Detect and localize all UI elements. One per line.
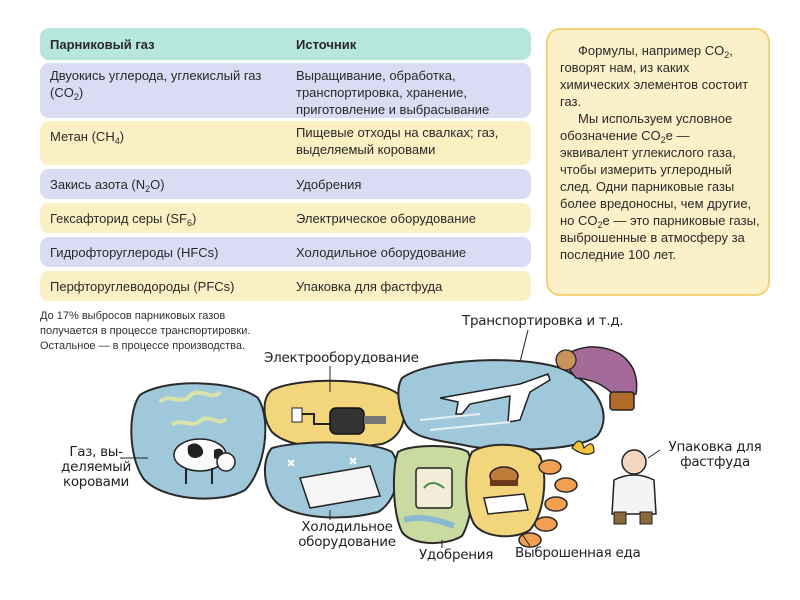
gas-source: Пищевые отходы на свалках; газ, выделяем… [296,125,499,157]
old-man-icon [611,449,657,525]
label-transport: Транспортировка и т.д. [462,313,624,329]
note-paragraph-2: Мы используем условное обозначение CO2e … [560,111,760,262]
packaging-dots [518,459,578,548]
gas-source: Холодильное оборудование [296,245,467,260]
table-row: Перфторуглеводороды (PFCs) Упаковка для … [40,271,531,301]
gas-source: Удобрения [296,177,362,192]
table-row: Метан (CH4) Пищевые отходы на свалках; г… [40,121,531,165]
gas-name: Двуокись углерода, углекислый газ (CO2) [50,68,262,102]
transport-caption: До 17% выбросов парниковых газов получае… [40,310,251,352]
gas-name: Гексафторид серы (SF6) [50,211,197,228]
gas-name: Закись азота (N2O) [50,177,165,194]
burger-icon [483,466,529,515]
cow-icon [173,438,236,484]
table-row: Двуокись углерода, углекислый газ (CO2) … [40,63,531,134]
emissions-illustration [120,329,661,548]
label-fertilizer: Удобрения [419,547,494,563]
gas-source: Упаковка для фастфуда [296,279,443,294]
header-gas: Парниковый газ [50,37,155,52]
gas-name: Метан (CH4) [50,129,125,146]
fertilizer-bag-icon [403,467,456,529]
table-header-row: Парниковый газ Источник [40,28,531,60]
gas-source: Выращивание, обработка, транспортировка,… [296,68,490,134]
motor-icon [291,407,386,435]
fridge-icon [287,457,381,509]
food-blob [465,443,546,538]
gas-source: Электрическое оборудование [296,211,476,226]
table-row: Закись азота (N2O) Удобрения [40,169,531,199]
formula-note-box: Формулы, например CO2, говорят нам, из к… [546,28,770,296]
table-row: Гексафторид серы (SF6) Электрическое обо… [40,203,531,233]
gas-name: Гидрофторуглероды (HFCs) [50,245,219,260]
header-source: Источник [296,37,357,52]
crouching-person-icon [555,346,638,411]
gas-name: Перфторуглеводороды (PFCs) [50,279,235,294]
banana-peel-icon [571,440,595,455]
note-paragraph-1: Формулы, например CO2, говорят нам, из к… [560,43,749,109]
label-electro: Электрооборудование [264,350,419,366]
label-food-waste: Выброшенная еда [515,545,641,561]
table-row: Гидрофторуглероды (HFCs) Холодильное обо… [40,237,531,267]
